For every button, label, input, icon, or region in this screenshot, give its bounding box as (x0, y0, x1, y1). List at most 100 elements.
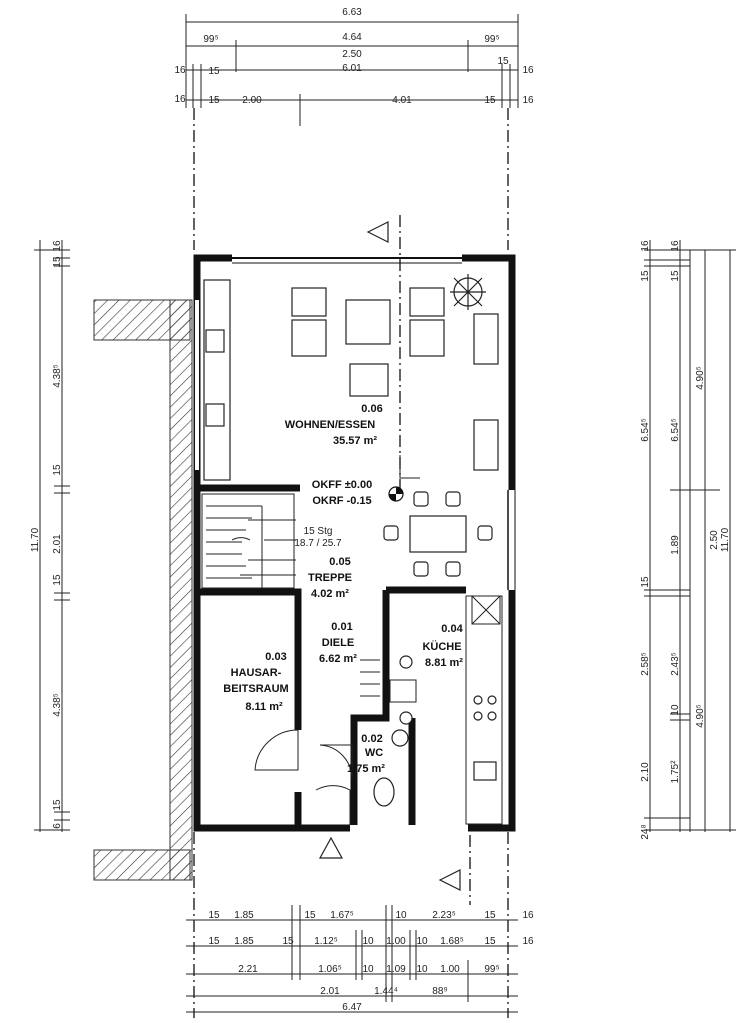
room-name: WC (365, 747, 383, 759)
dim-top-4f: 16 (522, 95, 534, 106)
room-name: WOHNEN/ESSEN (285, 419, 376, 431)
dim-bottom: 16 (522, 910, 534, 921)
dim-left-total: 11.70 (30, 527, 41, 552)
dim-bottom: 15 (484, 910, 496, 921)
dim-bottom: 2.01 (320, 986, 340, 997)
dim-right: 1.75² (670, 760, 681, 783)
room-name-line1: HAUSAR- (231, 667, 282, 679)
furniture (201, 274, 503, 825)
dim-left: 2.01 (52, 534, 63, 554)
bottom-dimensions: 15 1.85 15 1.67⁵ 10 2.23⁵ 15 16 15 1.85 … (186, 905, 534, 1013)
dim-right: 6.54⁵ (640, 418, 651, 442)
dim-top-3f: 16 (522, 65, 534, 76)
dim-right: 2.50 (709, 530, 720, 550)
dim-bottom: 10 (416, 964, 428, 975)
dim-bottom: 1.00 (386, 936, 406, 947)
dim-bottom: 1.09 (386, 964, 406, 975)
dim-top-2c: 99⁵ (484, 34, 499, 45)
dim-bottom: 99⁵ (484, 964, 499, 975)
dim-left: 16 (52, 240, 63, 252)
dim-bottom: 88⁹ (432, 986, 447, 997)
entrance-arrow-icon (318, 836, 344, 859)
dim-top-4c: 2.00 (242, 95, 262, 106)
room-number: 0.06 (361, 403, 382, 415)
dim-right: 4.90⁵ (695, 366, 706, 390)
dim-bottom-total: 6.47 (342, 1002, 362, 1013)
dim-bottom: 1.67⁵ (330, 910, 354, 921)
dim-right: 10 (670, 704, 681, 716)
dim-top-2a: 99⁵ (203, 34, 218, 45)
dim-right: 24⁸ (640, 824, 651, 839)
dim-bottom: 1.12⁵ (314, 936, 338, 947)
dim-bottom: 1.68⁵ (440, 936, 464, 947)
dim-bottom: 2.21 (238, 964, 258, 975)
stairs-ratio: 18.7 / 25.7 (294, 538, 342, 549)
dim-bottom: 1.44⁴ (374, 986, 398, 997)
room-area: 4.02 m² (311, 588, 349, 600)
toilet-icon (373, 777, 395, 807)
dim-left: 15 (52, 799, 63, 811)
dim-top-4d: 4.01 (392, 95, 412, 106)
right-dimensions: 16 15 6.54⁵ 15 2.58⁵ 2.10 24⁸ 16 15 6.54… (640, 240, 736, 840)
dim-right: 6.54⁵ (670, 418, 681, 442)
dim-left: 15 (52, 464, 63, 476)
dim-bottom: 10 (395, 910, 407, 921)
dim-left: 15 (52, 256, 63, 268)
dim-top-3e: 15 (497, 56, 509, 67)
section-marker-icon (366, 221, 389, 243)
sink-icon (391, 729, 409, 747)
dim-bottom: 2.23⁵ (432, 910, 456, 921)
dim-left: 6 (52, 823, 63, 829)
level-okrf: OKRF -0.15 (312, 495, 371, 507)
dim-bottom: 10 (416, 936, 428, 947)
dim-bottom: 15 (304, 910, 316, 921)
door-swing (254, 729, 299, 771)
dim-bottom: 10 (362, 936, 374, 947)
dim-top-2b: 4.64 (342, 32, 362, 43)
dim-bottom: 1.85 (234, 936, 254, 947)
room-area: 8.11 m² (245, 701, 283, 713)
stairs-steps: 15 Stg (304, 526, 333, 537)
level-okff: OKFF ±0.00 (312, 479, 372, 491)
dim-left: 15 (52, 574, 63, 586)
room-number: 0.05 (329, 556, 350, 568)
dim-right: 15 (670, 270, 681, 282)
room-area: 35.57 m² (333, 435, 377, 447)
dim-top-3d: 6.01 (342, 63, 362, 74)
dim-right: 16 (640, 240, 651, 252)
dim-right: 15 (640, 576, 651, 588)
dim-right: 4.90⁵ (695, 704, 706, 728)
dim-top-3b: 15 (208, 66, 220, 77)
room-area: 6.62 m² (319, 653, 357, 665)
outer-walls (193, 254, 516, 832)
dim-top-4a: 16 (174, 94, 186, 105)
dim-left: 4.38⁵ (52, 693, 63, 717)
dim-bottom: 1.85 (234, 910, 254, 921)
neighbor-wall-hatch (169, 299, 193, 881)
section-marker-icon (438, 869, 461, 891)
room-area: 8.81 m² (425, 657, 463, 669)
dim-right: 2.10 (640, 762, 651, 782)
room-name-line2: BEITSRAUM (223, 683, 288, 695)
top-dimensions: 6.63 99⁵ 4.64 99⁵ 16 15 2.50 6.01 15 16 … (174, 7, 534, 126)
interior-walls (200, 455, 466, 825)
neighbor-wall-hatch (93, 849, 191, 881)
dim-right: 15 (640, 270, 651, 282)
left-dimensions: 16 15 4.38⁵ 15 2.01 15 4.38⁵ 15 6 11.70 (30, 240, 70, 832)
dim-right-total: 11.70 (720, 527, 731, 552)
dim-top-4b: 15 (208, 95, 220, 106)
room-name: TREPPE (308, 572, 352, 584)
dim-top-3a: 16 (174, 65, 186, 76)
dim-top-total: 6.63 (342, 7, 362, 18)
dim-bottom: 1.06⁵ (318, 964, 342, 975)
room-area: 1.75 m² (347, 763, 385, 775)
dim-left: 4.38⁵ (52, 364, 63, 388)
door-swing (319, 744, 353, 779)
dim-bottom: 15 (208, 910, 220, 921)
dim-top-4e: 15 (484, 95, 496, 106)
dim-bottom: 15 (282, 936, 294, 947)
room-number: 0.02 (361, 733, 382, 745)
room-number: 0.03 (265, 651, 286, 663)
dim-top-3c: 2.50 (342, 49, 362, 60)
